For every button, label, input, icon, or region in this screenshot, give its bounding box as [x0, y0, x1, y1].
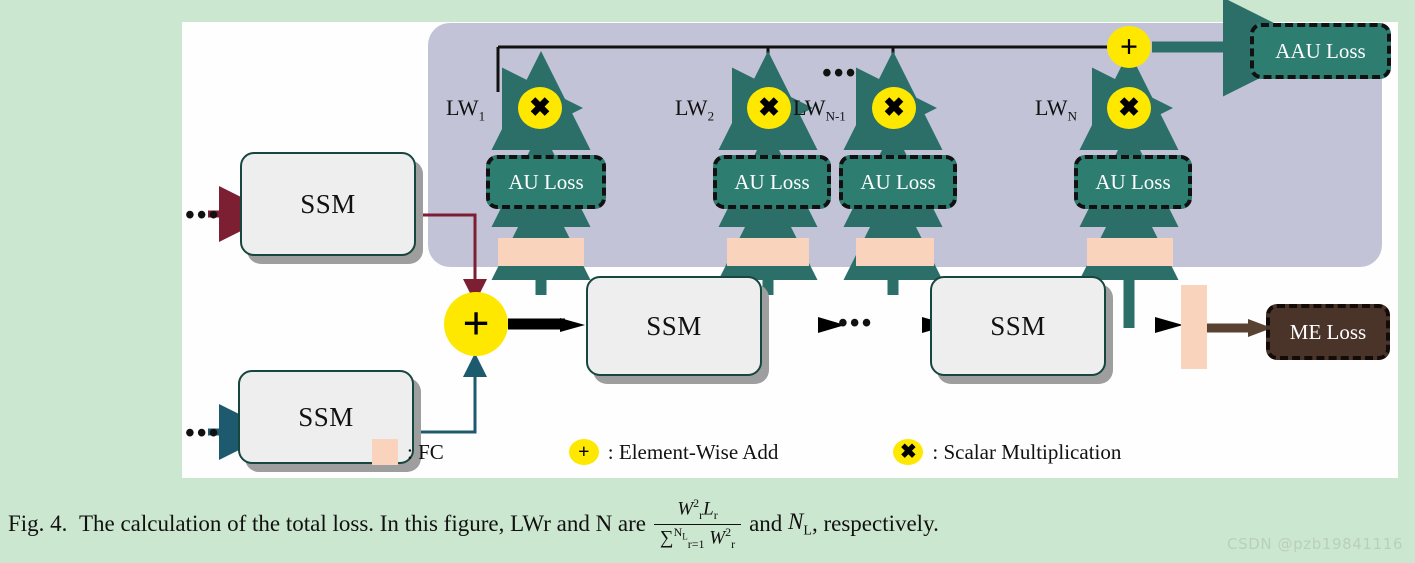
legend-item-mult: ✖ : Scalar Multiplication	[893, 439, 1121, 465]
ssm-label: SSM	[646, 310, 702, 341]
ssm-label: SSM	[990, 310, 1046, 341]
caption-gap	[67, 511, 79, 537]
lw-label-n: LWN	[1035, 95, 1077, 124]
multiply-icon: ✖	[883, 93, 905, 122]
au-loss-1: AU Loss	[486, 155, 606, 209]
fc-swatch-icon	[372, 439, 398, 465]
ssm-label: SSM	[300, 188, 356, 219]
au-loss-4: AU Loss	[1074, 155, 1192, 209]
lw-sub: 2	[707, 108, 715, 124]
ssm-top-left: SSM	[240, 152, 416, 256]
ssm-bottom-left: SSM	[238, 370, 414, 464]
formula-w: W	[677, 498, 694, 520]
au-loss-label: AU Loss	[1095, 169, 1171, 194]
fc-block-3	[856, 238, 934, 266]
formula-w-sub: r	[699, 508, 704, 523]
multiply-circle-icon: ✖	[893, 439, 924, 465]
formula-sigma-sup: NL	[673, 524, 688, 542]
formula-sigma-sup-base: N	[673, 524, 683, 539]
input-ellipsis-bottom: •••	[185, 418, 221, 449]
formula-numerator: W2rLr	[671, 496, 723, 524]
formula-sigma-sup-sub: L	[682, 531, 688, 542]
me-loss-label: ME Loss	[1289, 319, 1367, 344]
formula-den-w-sub: r	[731, 537, 736, 552]
plus-icon: +	[1119, 28, 1139, 65]
multiply-icon: ✖	[1118, 93, 1140, 122]
formula-denominator: ∑NLr=1 W2r	[654, 523, 742, 552]
formula-sigma: ∑	[660, 527, 674, 549]
legend-mult-text: : Scalar Multiplication	[932, 439, 1122, 464]
lw-base: LW	[675, 95, 708, 120]
caption-text-before: The calculation of the total loss. In th…	[78, 511, 647, 537]
formula-den-w: W	[709, 527, 726, 549]
me-loss-box: ME Loss	[1266, 304, 1390, 360]
legend-item-add: + : Element-Wise Add	[568, 439, 779, 465]
plus-icon: +	[462, 296, 490, 350]
input-ellipsis-top: •••	[185, 200, 221, 231]
lw-base: LW	[793, 95, 826, 120]
top-row-ellipsis: •••	[822, 58, 858, 89]
add-node-aau: +	[1107, 26, 1151, 68]
lw-label-n-minus-1: LWN-1	[793, 95, 846, 124]
fc-block-2	[727, 238, 809, 266]
caption-formula: W2rLr ∑NLr=1 W2r	[654, 496, 742, 552]
watermark: CSDN @pzb19841116	[1227, 535, 1403, 553]
au-loss-label: AU Loss	[734, 169, 810, 194]
formula-w-sup: 2	[693, 496, 700, 510]
formula-den-w-sup: 2	[725, 524, 732, 539]
add-node-fusion: +	[444, 292, 508, 356]
lw-sub: 1	[478, 108, 486, 124]
mid-row-ellipsis: •••	[838, 308, 874, 339]
ssm-label: SSM	[298, 401, 354, 432]
legend: : FC + : Element-Wise Add ✖ : Scalar Mul…	[182, 432, 1398, 472]
au-loss-label: AU Loss	[860, 169, 936, 194]
figure-caption: Fig. 4. The calculation of the total los…	[8, 496, 1408, 552]
mult-node-4: ✖	[1107, 87, 1151, 129]
legend-add-text: : Element-Wise Add	[607, 439, 779, 464]
symbol-n-base: N	[788, 509, 804, 535]
lw-sub: N	[1067, 108, 1077, 124]
legend-fc-text: : FC	[407, 439, 444, 464]
ssm-mid-2: SSM	[930, 276, 1106, 376]
multiply-icon: ✖	[529, 93, 551, 122]
mult-node-3: ✖	[872, 87, 916, 129]
symbol-n-sub: L	[803, 523, 812, 539]
lw-label-1: LW1	[446, 95, 485, 124]
legend-item-fc: : FC	[372, 439, 444, 465]
multiply-icon: ✖	[758, 93, 780, 122]
caption-prefix: Fig. 4.	[8, 511, 68, 537]
plus-circle-icon: +	[568, 439, 599, 465]
fc-block-4	[1087, 238, 1173, 266]
formula-l: L	[703, 498, 714, 520]
au-loss-2: AU Loss	[713, 155, 831, 209]
mult-node-2: ✖	[747, 87, 791, 129]
aau-loss-label: AAU Loss	[1275, 38, 1366, 63]
ssm-mid-1: SSM	[586, 276, 762, 376]
formula-l-sub: r	[713, 508, 718, 523]
mult-node-1: ✖	[518, 87, 562, 129]
lw-base: LW	[446, 95, 479, 120]
caption-text-after-2: , respectively.	[811, 511, 939, 537]
lw-base: LW	[1035, 95, 1068, 120]
caption-text-after-1: and	[749, 511, 783, 537]
lw-sub: N-1	[825, 108, 846, 124]
au-loss-label: AU Loss	[508, 169, 584, 194]
aau-loss-box: AAU Loss	[1250, 23, 1391, 79]
au-loss-3: AU Loss	[839, 155, 957, 209]
fc-block-1	[498, 238, 584, 266]
caption-symbol-n: NL	[782, 509, 812, 540]
fc-block-output	[1181, 285, 1207, 369]
lw-label-2: LW2	[675, 95, 714, 124]
formula-sigma-sub: r=1	[687, 537, 705, 552]
